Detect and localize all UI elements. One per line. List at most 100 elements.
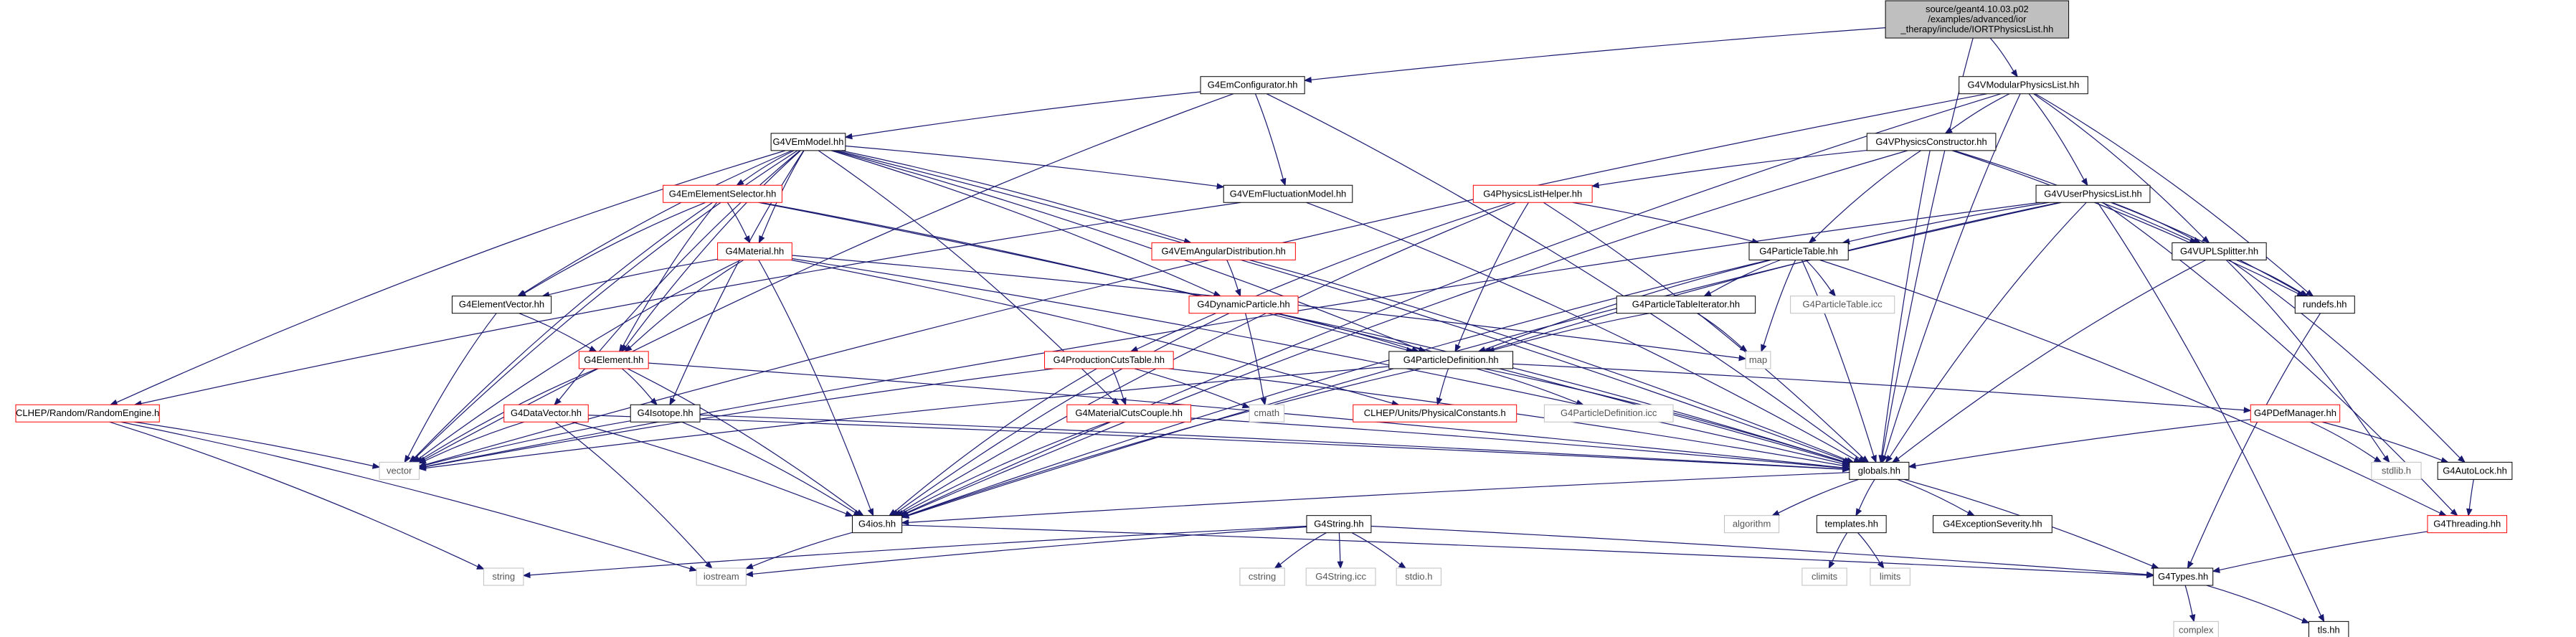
edge-g4string-to-string [522, 525, 1307, 579]
node-box [1239, 567, 1285, 586]
node-g4material-hh[interactable]: G4Material.hh [717, 242, 792, 260]
node-label: templates.hh [1825, 519, 1878, 529]
node-stdlib-h: stdlib.h [2371, 461, 2422, 480]
node-g4vemangulardistribution-hh[interactable]: G4VEmAngularDistribution.hh [1151, 242, 1296, 260]
node-g4datavector-hh[interactable]: G4DataVector.hh [503, 404, 589, 423]
node-clhep-random-randomengine-h[interactable]: CLHEP/Random/RandomEngine.h [15, 404, 160, 423]
edge-vuserpl-to-tls [2097, 202, 2325, 623]
edge-modpl-to-physctor [1944, 93, 2010, 134]
node-label: G4EmElementSelector.hh [669, 188, 777, 199]
node-g4particletableiterator-hh[interactable]: G4ParticleTableIterator.hh [1616, 296, 1756, 314]
node-g4emconfigurator-hh[interactable]: G4EmConfigurator.hh [1200, 76, 1305, 95]
node-g4types-hh[interactable]: G4Types.hh [2153, 567, 2214, 586]
node-g4materialcutscouple-hh[interactable]: G4MaterialCutsCouple.hh [1066, 404, 1192, 423]
edge-modpl-to-vuserpl [2028, 93, 2088, 187]
node-label: G4String.hh [1314, 519, 1363, 529]
edge-templates-to-climits [1828, 532, 1848, 570]
node-g4vuplsplitter-hh[interactable]: G4VUPLSplitter.hh [2172, 242, 2267, 260]
node-g4pdefmanager-hh[interactable]: G4PDefManager.hh [2250, 404, 2341, 423]
node-label: G4Threading.hh [2433, 519, 2501, 529]
node-label: G4ParticleDefinition.icc [1561, 407, 1657, 418]
node-source-geant4-10-03-p02-examples-advanced-ior-therapy-include-iortphysicslist-hh[interactable]: source/geant4.10.03.p02/examples/advance… [1885, 0, 2070, 39]
node-g4emelementselector-hh[interactable]: G4EmElementSelector.hh [663, 184, 782, 203]
node-g4string-icc: G4String.icc [1305, 567, 1376, 586]
node-g4isotope-hh[interactable]: G4Isotope.hh [630, 404, 701, 423]
node-g4vemmodel-hh[interactable]: G4VEmModel.hh [770, 133, 846, 151]
node-box [1748, 242, 1849, 260]
edge-vuplsplit-to-stdlib [2225, 259, 2390, 463]
edge-parttable-to-ptiter [1703, 259, 1781, 297]
node-label: G4ExceptionSeverity.hh [1943, 519, 2042, 529]
node-g4elementvector-hh[interactable]: G4ElementVector.hh [451, 296, 552, 314]
edge-partdef-to-pdefmgr [1512, 363, 2252, 414]
edge-datavec-to-g4ios [572, 421, 853, 517]
node-string: string [483, 567, 524, 586]
node-label: G4ParticleTableIterator.hh [1632, 299, 1740, 310]
node-g4productioncutstable-hh[interactable]: G4ProductionCutsTable.hh [1044, 351, 1174, 369]
edge-templates-to-limits [1857, 532, 1885, 570]
node-label: G4String.icc [1315, 571, 1366, 582]
edge-emcfg-to-vemfluct [1254, 93, 1287, 187]
node-climits: climits [1801, 567, 1847, 586]
node-g4exceptionseverity-hh[interactable]: G4ExceptionSeverity.hh [1933, 515, 2052, 534]
node-box [2172, 242, 2267, 260]
node-box [578, 351, 649, 369]
node-label: climits [1812, 571, 1838, 582]
node-g4ios-hh[interactable]: G4ios.hh [851, 515, 903, 534]
edge-vuserpl-to-threading [2102, 202, 2458, 516]
node-label: G4AutoLock.hh [2443, 465, 2507, 476]
node-box [630, 404, 701, 423]
edge-ptiter-to-partdef [1486, 313, 1650, 353]
node-g4element-hh[interactable]: G4Element.hh [578, 351, 649, 369]
node-globals-hh[interactable]: globals.hh [1849, 461, 1910, 480]
node-box [483, 567, 524, 586]
node-box [851, 515, 903, 534]
node-box [1870, 567, 1910, 586]
node-g4vuserphysicslist-hh[interactable]: G4VUserPhysicsList.hh [2035, 184, 2151, 203]
node-label: G4DynamicParticle.hh [1197, 299, 1289, 310]
node-label: G4VEmAngularDistribution.hh [1161, 245, 1285, 256]
node-rundefs-hh[interactable]: rundefs.hh [2294, 296, 2355, 314]
node-box [1885, 0, 2070, 39]
edge-dynpart-to-partdef [1275, 313, 1420, 353]
node-box [451, 296, 552, 314]
node-box [1200, 76, 1305, 95]
edge-material-to-g4ios [758, 260, 874, 516]
node-g4autolock-hh[interactable]: G4AutoLock.hh [2437, 461, 2513, 480]
node-g4vphysicsconstructor-hh[interactable]: G4VPhysicsConstructor.hh [1866, 133, 1997, 151]
node-box [503, 404, 589, 423]
node-label: G4Material.hh [726, 245, 785, 256]
node-g4threading-hh[interactable]: G4Threading.hh [2427, 515, 2508, 534]
edge-globals-to-algorithm [1771, 478, 1859, 516]
node-label: globals.hh [1858, 465, 1900, 476]
edge-physctor-to-globals [1878, 150, 1931, 463]
node-label: iostream [704, 571, 739, 582]
edge-clhep_rand-to-iostream [120, 421, 698, 572]
edge-physctor-to-rundefs [1951, 150, 2305, 297]
node-box [1044, 351, 1174, 369]
node-templates-hh[interactable]: templates.hh [1816, 515, 1887, 534]
edge-plhelper-to-parttable [1572, 202, 1760, 245]
node-box [2371, 461, 2422, 480]
node-g4dynamicparticle-hh[interactable]: G4DynamicParticle.hh [1188, 296, 1299, 314]
node-limits: limits [1870, 567, 1910, 586]
edge-vuserpl-to-parttable [1842, 202, 2050, 245]
node-g4physicslisthelper-hh[interactable]: G4PhysicsListHelper.hh [1472, 184, 1593, 203]
node-box [1151, 242, 1296, 260]
node-label: G4VUPLSplitter.hh [2180, 245, 2258, 256]
node-g4vmodularphysicslist-hh[interactable]: G4VModularPhysicsList.hh [1959, 76, 2088, 95]
node-box [1305, 567, 1376, 586]
node-g4vemfluctuationmodel-hh[interactable]: G4VEmFluctuationModel.hh [1223, 184, 1353, 203]
node-cmath: cmath [1249, 404, 1285, 423]
node-clhep-units-physicalconstants-h[interactable]: CLHEP/Units/PhysicalConstants.h [1353, 404, 1517, 423]
edge-g4types-to-tls [2206, 585, 2310, 624]
node-g4string-hh[interactable]: G4String.hh [1306, 515, 1372, 534]
edge-modpl-to-rundefs [2035, 93, 2314, 297]
node-g4particletable-hh[interactable]: G4ParticleTable.hh [1748, 242, 1849, 260]
edge-datavec-to-globals [588, 415, 1851, 473]
node-box [1866, 133, 1997, 151]
node-box [1472, 184, 1593, 203]
node-label: G4PDefManager.hh [2254, 407, 2336, 418]
node-g4particledefinition-hh[interactable]: G4ParticleDefinition.hh [1388, 351, 1514, 369]
node-tls-hh[interactable]: tls.hh [2308, 621, 2349, 637]
